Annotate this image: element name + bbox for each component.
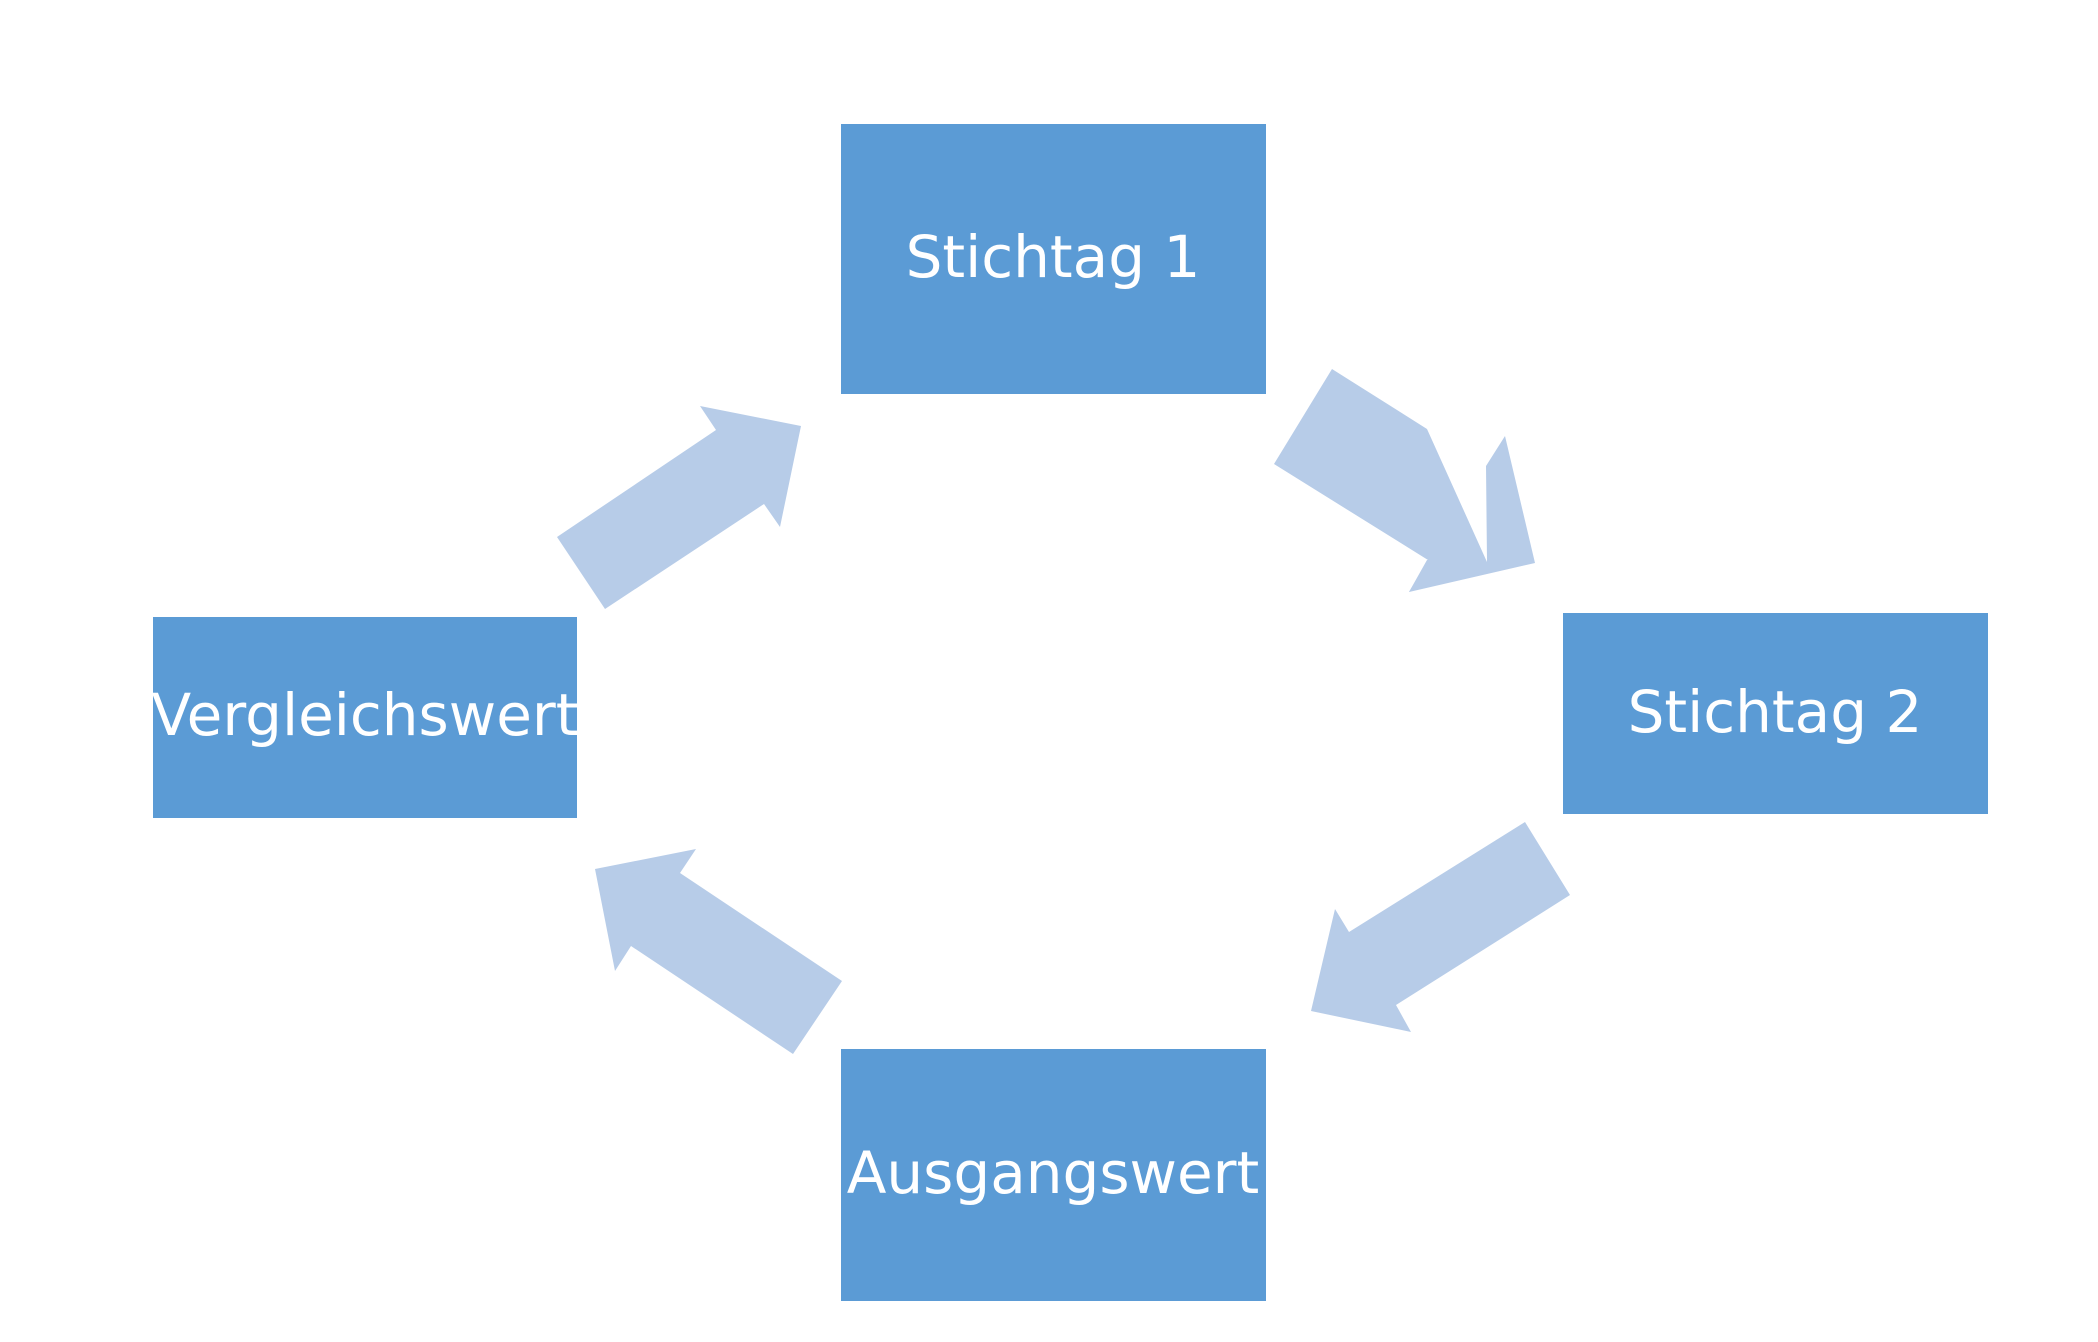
node-stichtag-2-label: Stichtag 2: [1628, 678, 1923, 746]
arrow-stichtag1-to-stichtag2-head: [1409, 436, 1535, 592]
node-stichtag-1-label: Stichtag 1: [906, 223, 1201, 291]
node-ausgangswert-box: [841, 1049, 1266, 1301]
node-vergleichswert-box: [153, 617, 577, 818]
node-stichtag-2-box: [1563, 613, 1988, 814]
node-stichtag-1: Stichtag 1: [841, 124, 1266, 394]
node-ausgangswert: Ausgangswert: [841, 1049, 1266, 1301]
arrow-ausgangswert-to-vergleichswert: [595, 849, 842, 1054]
arrow-vergleichswert-to-stichtag1: [557, 406, 801, 609]
arrow-stichtag1-to-stichtag2: [1274, 369, 1487, 592]
node-stichtag-2: Stichtag 2: [1563, 613, 1988, 814]
node-stichtag-1-box: [841, 124, 1266, 394]
node-vergleichswert: Vergleichswert: [152, 617, 579, 818]
arrow-stichtag2-to-ausgangswert: [1311, 822, 1570, 1032]
node-ausgangswert-label: Ausgangswert: [847, 1139, 1260, 1207]
node-vergleichswert-label: Vergleichswert: [152, 681, 579, 749]
